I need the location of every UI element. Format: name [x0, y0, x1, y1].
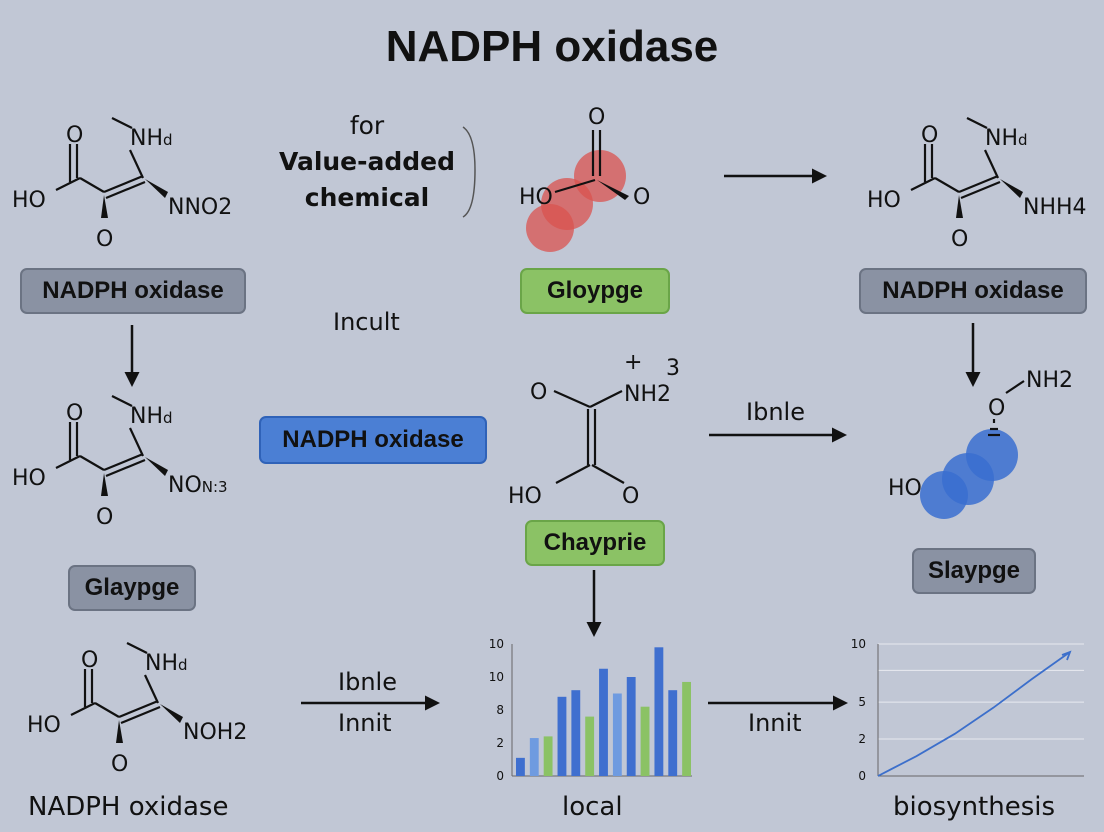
caption-line-chemical: chemical [304, 183, 430, 212]
atom-n-right: NOH2 [183, 720, 247, 745]
atom-o-right: O [622, 484, 639, 509]
value-added-caption: for Value-added chemical [262, 108, 472, 216]
bar-mark [516, 757, 525, 776]
atom-o-top: O [66, 123, 83, 148]
atom-o-bottom: O [951, 227, 968, 252]
line-y-tick-label: 5 [858, 695, 866, 709]
label-mid-left: Glaypge [68, 565, 196, 611]
bar-mark [529, 738, 539, 776]
line-y-tick-label: 0 [858, 769, 866, 783]
label-mid-right: Slaypge [912, 548, 1036, 594]
molecule-mid-left: O NHd HO NON:3 O [12, 395, 228, 530]
bar-mark [682, 681, 691, 776]
atom-o-right: O [633, 185, 650, 210]
bar-mark [668, 690, 678, 776]
caption-line-value-added: Value-added [278, 147, 456, 176]
arrow-label-bottom-left-2: Innit [338, 709, 392, 737]
line-chart: 0 2 5 10 [851, 637, 1084, 783]
atom-n-right: NNO2 [168, 195, 232, 220]
bar-y-tick-label: 10 [489, 637, 504, 651]
atom-o-top: O [66, 401, 83, 426]
bar-mark [585, 716, 595, 776]
bar-y-tick-label: 8 [496, 703, 504, 717]
line-arrowhead [1061, 650, 1072, 661]
bar-y-tick-label: 2 [496, 736, 504, 750]
atom-ho: HO [519, 185, 553, 210]
label-mid-green: Chayprie [525, 520, 665, 566]
caption-bottom-right: biosynthesis [893, 792, 1056, 822]
bar-mark [543, 736, 553, 776]
bar-mark [640, 706, 650, 776]
atom-o-bottom: O [96, 505, 113, 530]
page-title: NADPH oxidase [385, 22, 719, 71]
atom-nh: NHd [985, 126, 1028, 151]
atom-o-top: O [81, 648, 98, 673]
atom-nh: NHd [145, 651, 188, 676]
caption-line-for: for [349, 111, 385, 140]
label-top-right: NADPH oxidase [859, 268, 1087, 314]
arrow-label-bottom-left-1: Ibnle [338, 668, 397, 696]
atom-nh2: NH2 [1026, 368, 1073, 393]
caption-bottom-center: local [562, 792, 623, 822]
charge-plus: + [624, 350, 642, 375]
molecule-bottom-left: O NHd HO NOH2 O [27, 642, 247, 777]
bar-mark [654, 647, 664, 776]
atom-ho: HO [867, 188, 901, 213]
molecule-mid-center: + 3 O NH2 HO O [508, 350, 680, 509]
atom-o-bottom: O [96, 227, 113, 252]
bar-mark [612, 693, 622, 776]
caption-bottom-left: NADPH oxidase [28, 792, 229, 822]
arrow-label-bottom-right: Innit [748, 709, 802, 737]
bar-mark [571, 690, 581, 776]
arrow-label-mid: Ibnle [746, 398, 805, 426]
atom-nh: NHd [130, 126, 173, 151]
line-series [877, 651, 1071, 777]
atom-o-top: O [588, 105, 605, 130]
molecule-top-left: O NHd HO NNO2 O [12, 117, 232, 252]
bracket-icon [462, 126, 476, 218]
label-top-left: NADPH oxidase [20, 268, 246, 314]
atom-o-left: O [530, 380, 547, 405]
molecule-top-right: O NHd HO NHH4 O [867, 117, 1087, 252]
bar-mark [626, 677, 636, 776]
atom-ho: HO [12, 466, 46, 491]
bar-y-tick-label: 0 [496, 769, 504, 783]
incult-text: Incult [333, 308, 400, 336]
atom-o-top: O [921, 123, 938, 148]
molecule-top-center: O HO O [519, 105, 650, 252]
atom-o: O [988, 396, 1005, 421]
line-y-tick-label: 2 [858, 732, 866, 746]
atom-nh: NH2 [624, 382, 671, 407]
line-y-tick-label: 10 [851, 637, 866, 651]
bar-mark [599, 668, 608, 776]
atom-ho: HO [508, 484, 542, 509]
charge-three: 3 [666, 356, 680, 381]
label-top-center: Gloypge [520, 268, 670, 314]
atom-n-right: NHH4 [1023, 195, 1087, 220]
atom-nh: NHd [130, 404, 173, 429]
molecule-mid-right: NH2 O HO [888, 368, 1073, 519]
atom-n-right: NON:3 [168, 473, 228, 498]
atom-ho: HO [27, 713, 61, 738]
atom-o-bottom: O [111, 752, 128, 777]
bar-chart: 0 2 8 10 10 [489, 637, 692, 783]
bar-mark [557, 696, 567, 776]
label-mid-blue: NADPH oxidase [259, 416, 487, 464]
atom-ho: HO [888, 476, 922, 501]
atom-ho: HO [12, 188, 46, 213]
bar-y-tick-label: 10 [489, 670, 504, 684]
